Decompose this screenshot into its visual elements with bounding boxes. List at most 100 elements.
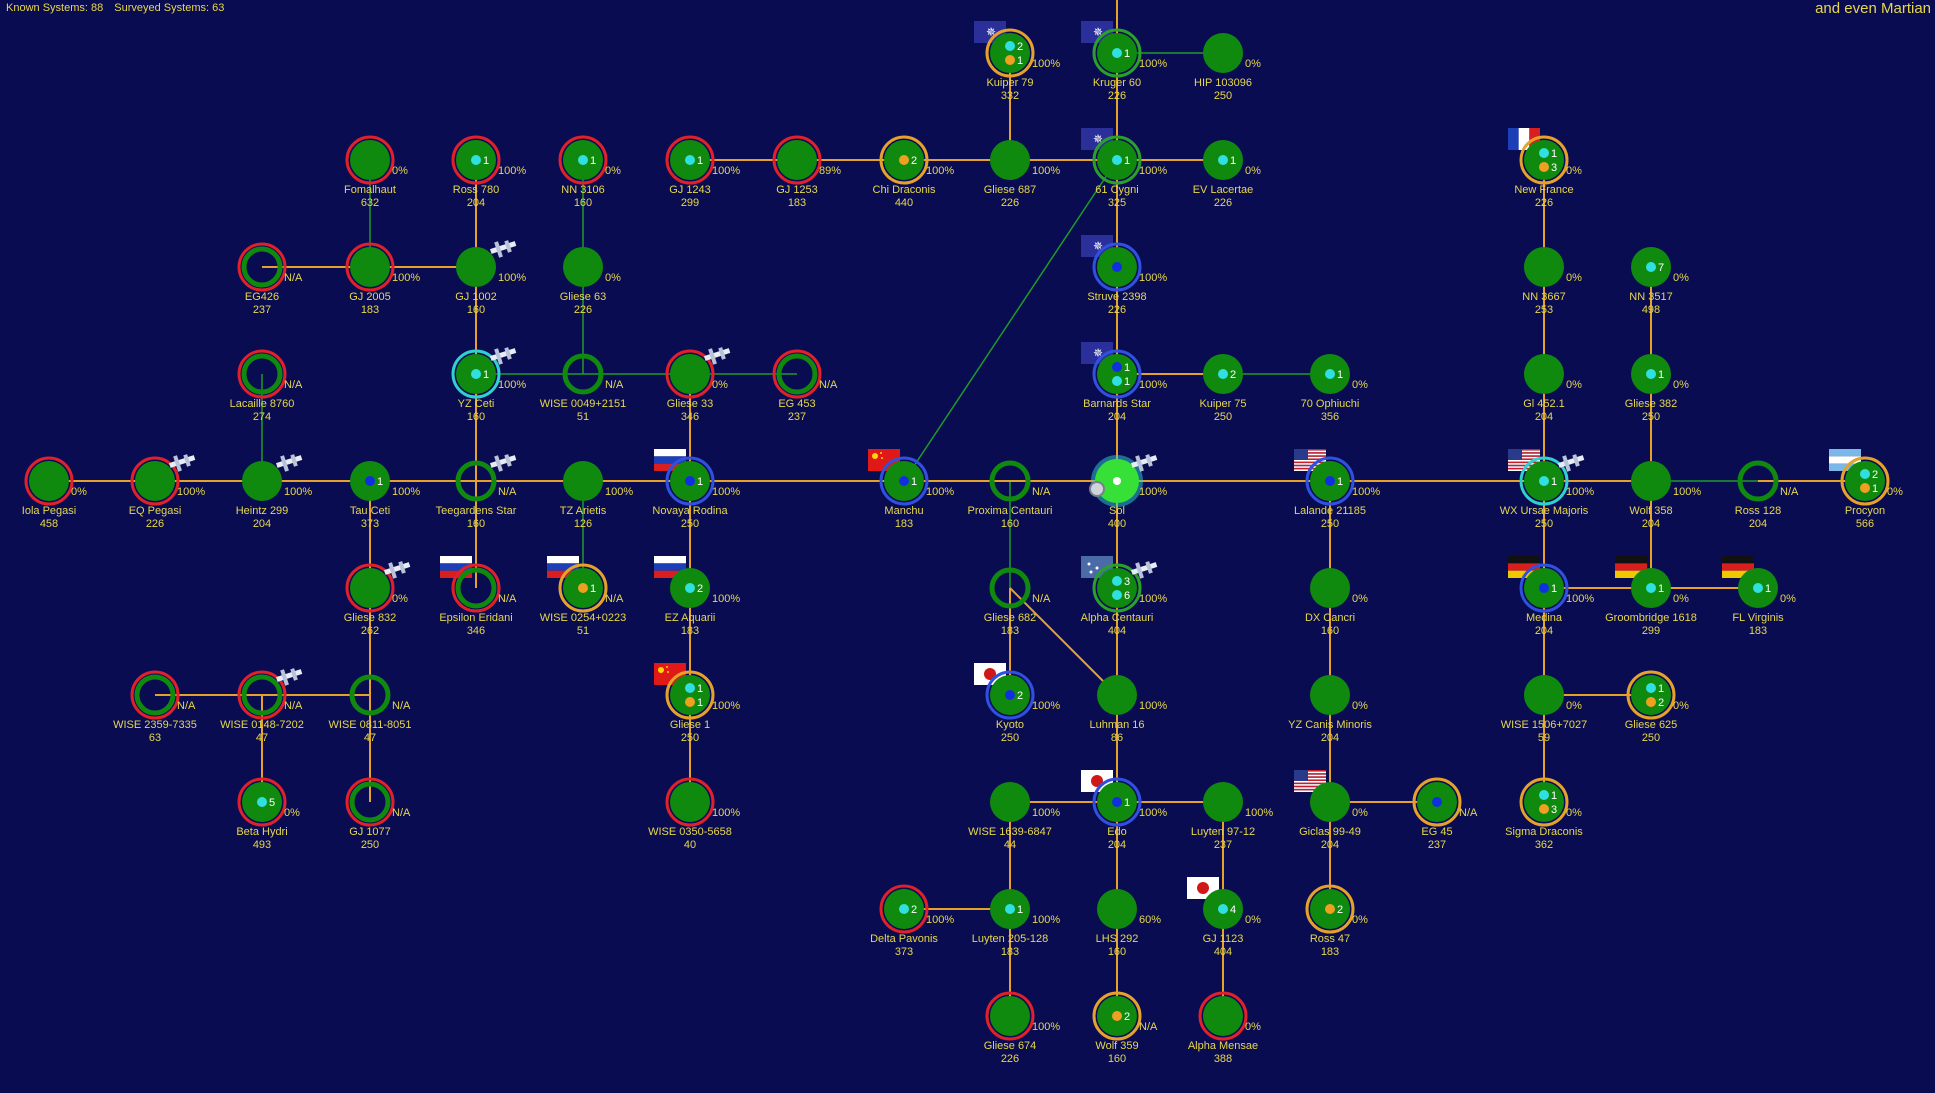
colony-count: 1 bbox=[1551, 148, 1557, 160]
ship-icon[interactable] bbox=[1131, 454, 1158, 472]
planet-body bbox=[1524, 247, 1564, 287]
colony-dot bbox=[685, 583, 695, 593]
ship-icon[interactable] bbox=[490, 347, 517, 365]
system-value: 183 bbox=[681, 625, 699, 637]
planet-body bbox=[1631, 675, 1671, 715]
space-station-icon[interactable] bbox=[1089, 481, 1105, 497]
ship-icon[interactable] bbox=[704, 347, 731, 365]
ship-icon[interactable] bbox=[384, 561, 411, 579]
ship-icon[interactable] bbox=[1131, 561, 1158, 579]
ship-icon[interactable] bbox=[276, 668, 303, 686]
colony-dot bbox=[1646, 583, 1656, 593]
ship-icon[interactable] bbox=[276, 454, 303, 472]
ship-icon[interactable] bbox=[1558, 454, 1585, 472]
ship-icon[interactable] bbox=[490, 240, 517, 258]
ship-icon[interactable] bbox=[169, 454, 196, 472]
ship-icon[interactable] bbox=[490, 454, 517, 472]
